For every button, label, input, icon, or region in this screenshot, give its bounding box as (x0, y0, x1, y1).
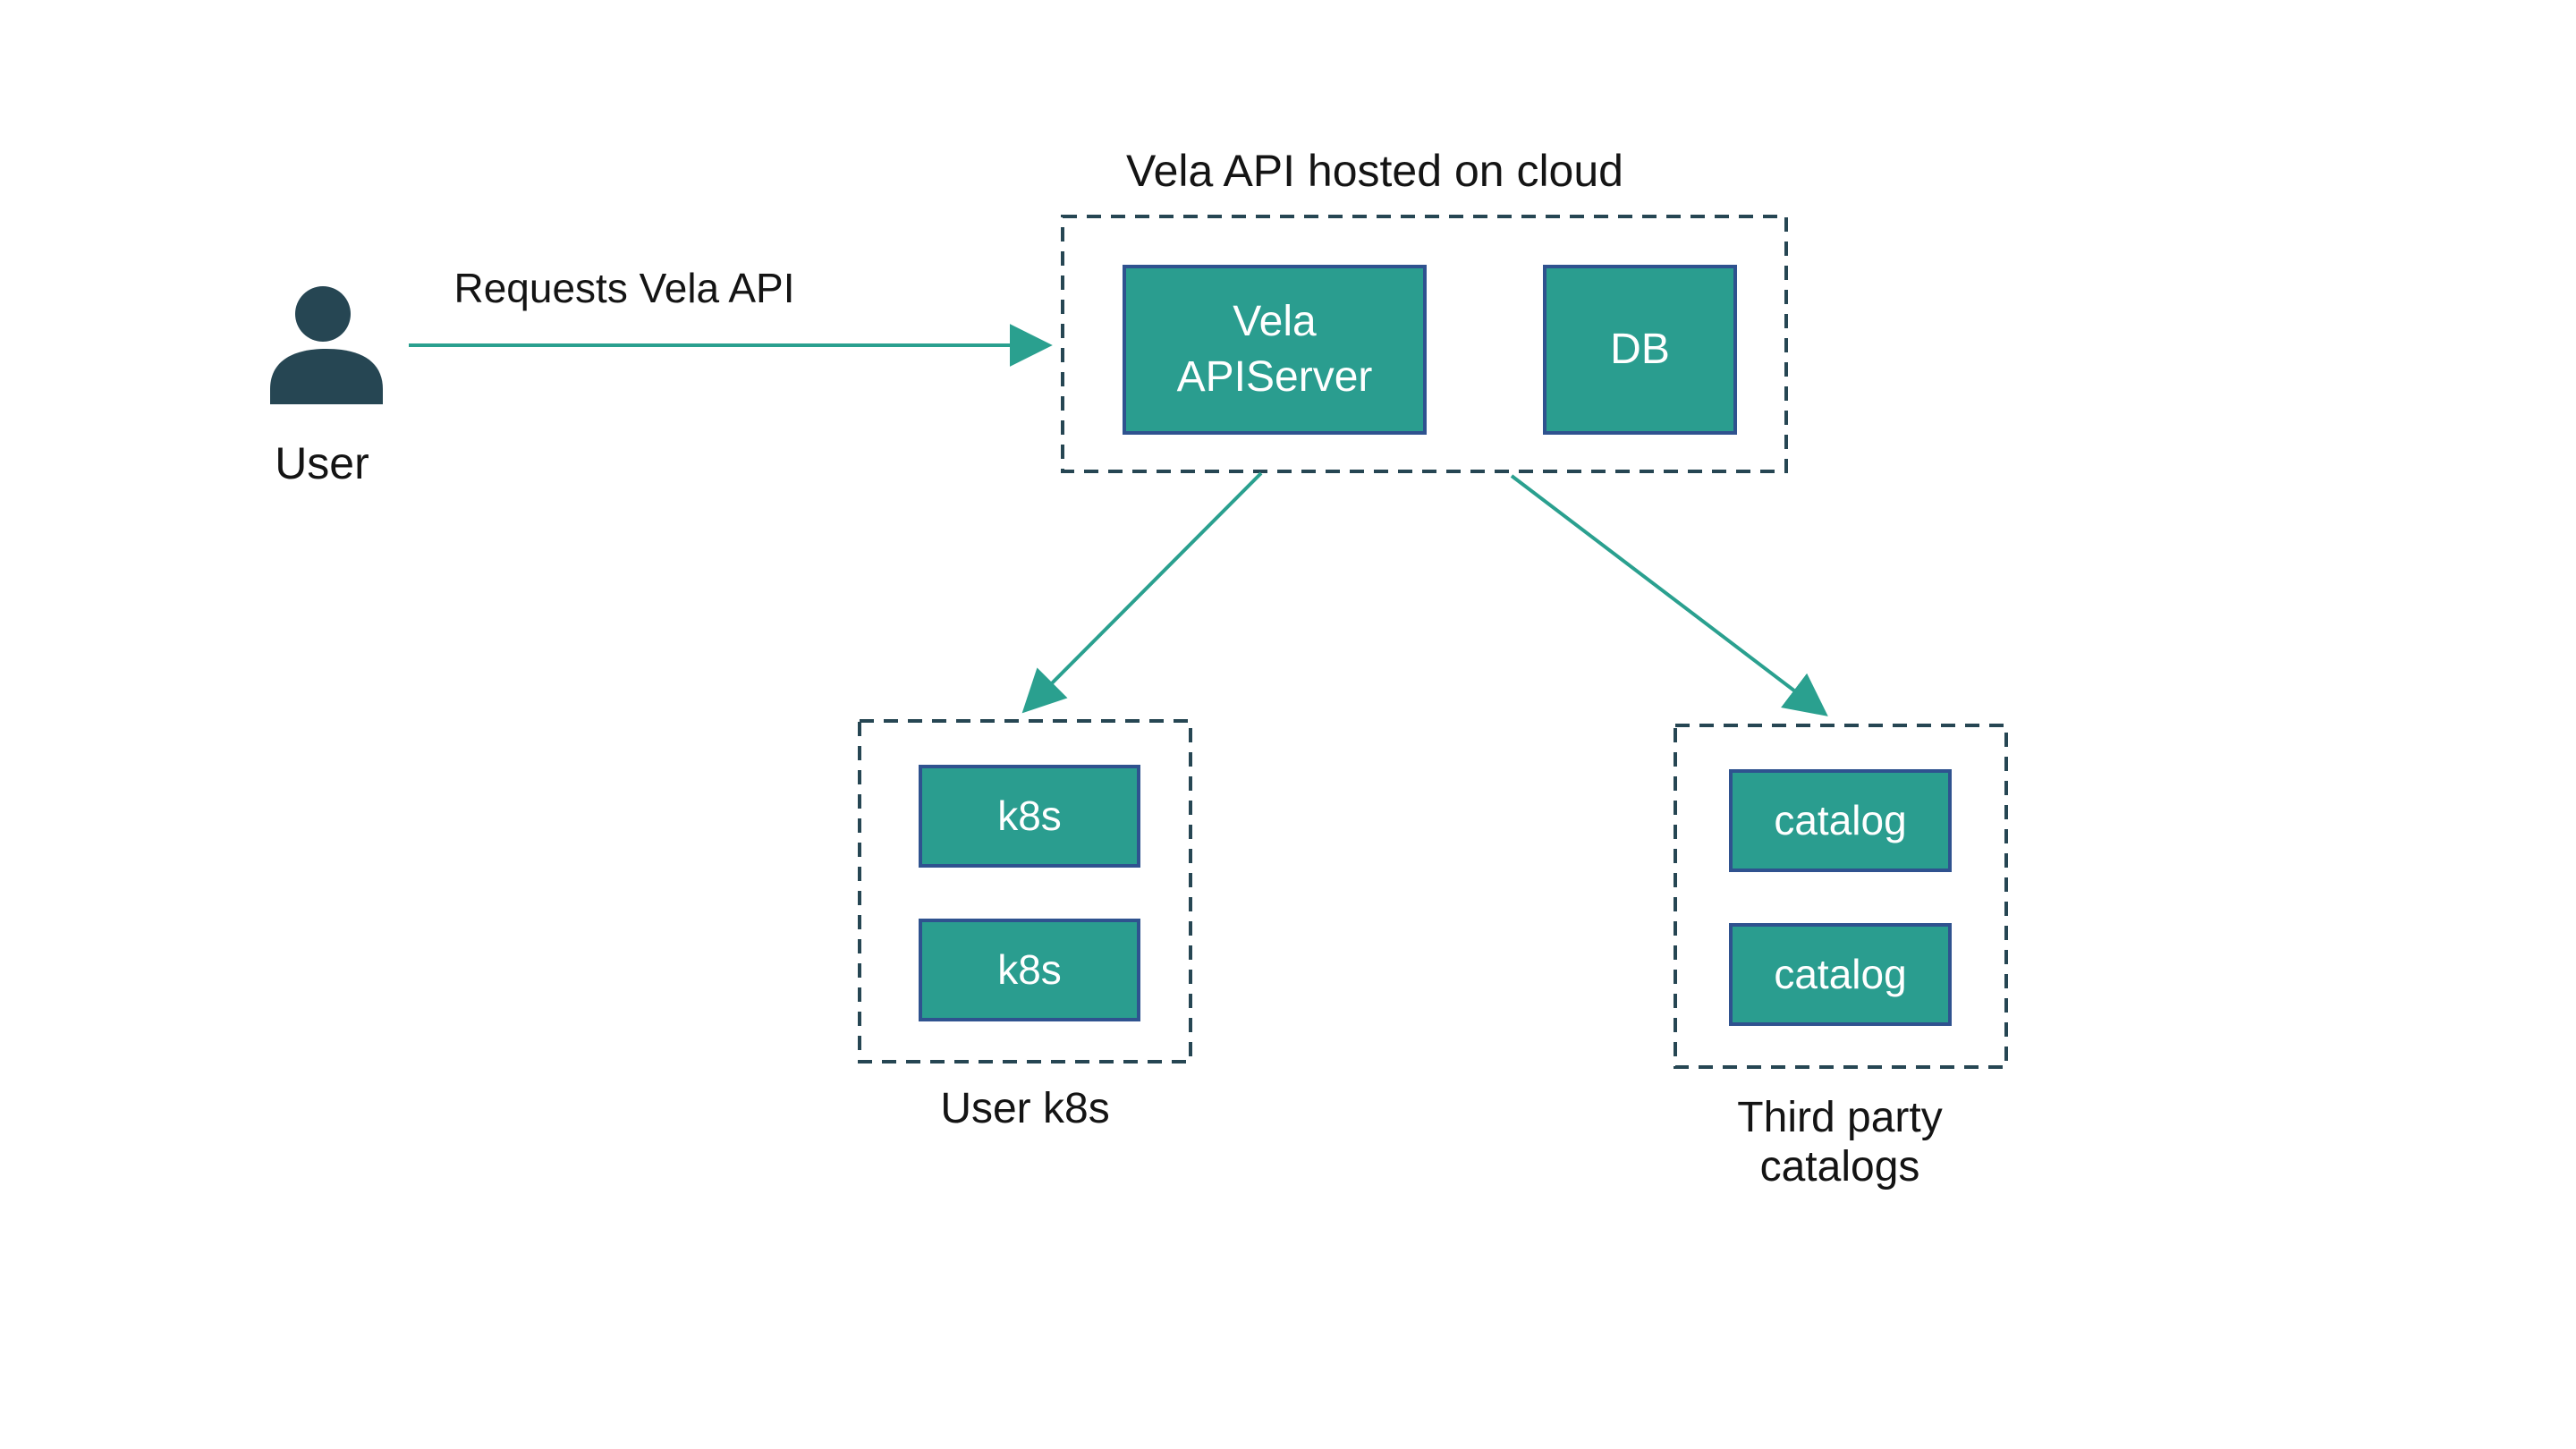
api-server-node: Vela APIServer (1123, 265, 1427, 435)
k8s-group-caption: User k8s (940, 1085, 1110, 1132)
catalogs-group-caption: Third party catalogs (1737, 1094, 1943, 1191)
arrow-cloud-to-catalogs (1510, 474, 1828, 716)
db-node-label: DB (1610, 325, 1670, 373)
catalog-node: catalog (1729, 923, 1952, 1026)
cloud-group-title: Vela API hosted on cloud (1126, 146, 1623, 196)
k8s-node: k8s (919, 765, 1140, 868)
k8s-group-box (858, 719, 1192, 1063)
k8s-node-label: k8s (997, 945, 1062, 993)
request-arrow-label: Requests Vela API (453, 265, 795, 311)
catalog-node-label: catalog (1774, 796, 1907, 843)
arrow-cloud-to-k8s (1021, 471, 1263, 714)
catalog-node: catalog (1729, 769, 1952, 872)
api-server-node-label: Vela APIServer (1176, 297, 1373, 401)
db-node: DB (1543, 265, 1737, 435)
k8s-node-label: k8s (997, 792, 1062, 839)
catalog-node-label: catalog (1774, 950, 1907, 997)
user-caption: User (275, 438, 369, 488)
k8s-node: k8s (919, 919, 1140, 1021)
user-person-icon (270, 286, 383, 404)
cloud-group-box (1061, 215, 1788, 473)
